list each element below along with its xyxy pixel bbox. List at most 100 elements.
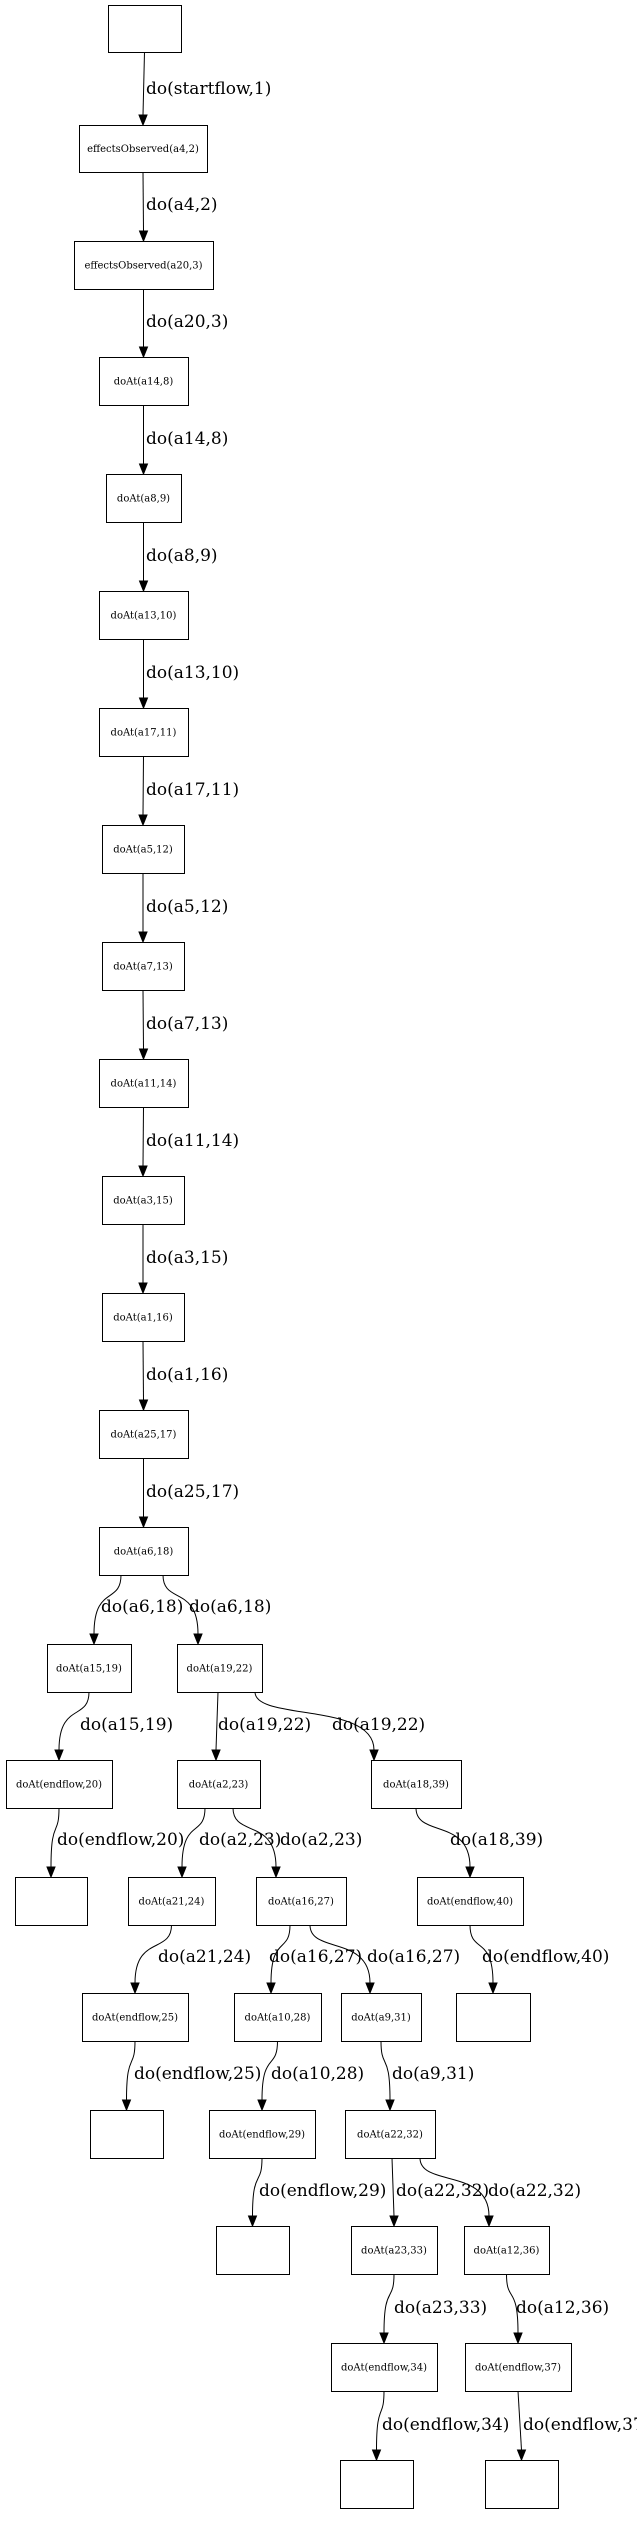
- arrowhead: [266, 1982, 276, 1995]
- node-label: doAt(a21,24): [139, 1897, 205, 1908]
- edge-line: [506, 2273, 519, 2334]
- edge-line: [50, 1807, 60, 1868]
- edge-label: do(endflow,34): [382, 2415, 509, 2435]
- arrowhead: [247, 2215, 258, 2228]
- edge: do(a14,8): [138, 405, 228, 476]
- arrowhead: [54, 1749, 64, 1762]
- edge: do(endflow,20): [46, 1807, 184, 1879]
- node-label: doAt(a1,16): [113, 1313, 173, 1324]
- node-box: [209, 2110, 316, 2159]
- node-box: [340, 2460, 414, 2509]
- edge-line: [415, 1807, 471, 1868]
- node-box: [456, 1993, 531, 2042]
- edge-line: [380, 2040, 391, 2101]
- node-label: doAt(endflow,40): [427, 1897, 513, 1908]
- edge: do(a2,23): [232, 1807, 362, 1879]
- arrowhead: [138, 230, 149, 243]
- node-box: [177, 1644, 263, 1693]
- arrowhead: [271, 1866, 281, 1879]
- flow-node: doAt(a6,18): [99, 1527, 189, 1576]
- node-label: doAt(endflow,29): [219, 2130, 305, 2141]
- node-label: doAt(a23,33): [361, 2246, 427, 2257]
- node-box: [102, 1176, 185, 1225]
- arrowhead: [138, 697, 149, 710]
- edge: do(a5,12): [138, 873, 228, 944]
- edge-line: [254, 1691, 375, 1751]
- flow-node: doAt(a15,19): [47, 1644, 132, 1693]
- edge: do(a15,19): [54, 1691, 173, 1762]
- edge-line: [142, 1106, 144, 1167]
- node-box: [345, 2110, 436, 2159]
- edge: do(a10,28): [257, 2040, 364, 2112]
- node-box: [177, 1760, 261, 1809]
- arrowhead: [465, 1866, 475, 1879]
- edge-line: [93, 1574, 122, 1635]
- flow-node: doAt(a13,10): [99, 591, 189, 640]
- edge: do(a2,23): [177, 1807, 281, 1879]
- edge: do(a22,32): [419, 2157, 581, 2228]
- edge-line: [215, 1691, 219, 1751]
- node-box: [6, 1760, 113, 1809]
- edge-line: [517, 2390, 522, 2451]
- edge-line: [261, 2040, 278, 2101]
- flow-node: doAt(endflow,40): [417, 1877, 524, 1926]
- flow-node: doAt(a18,39): [371, 1760, 462, 1809]
- flow-node: doAt(endflow,34): [331, 2343, 438, 2392]
- node-box: [99, 708, 189, 757]
- edge-label: do(a16,27): [367, 1947, 460, 1967]
- flow-node: doAt(a8,9): [106, 474, 182, 523]
- edge-label: do(a14,8): [146, 429, 228, 449]
- node-box: [99, 1059, 189, 1108]
- flow-node: doAt(a19,22): [177, 1644, 263, 1693]
- arrowhead: [257, 2099, 267, 2112]
- edge: do(a19,22): [254, 1691, 425, 1762]
- flow-node: effectsObserved(a4,2): [79, 125, 208, 173]
- arrowhead: [138, 931, 148, 944]
- flow-node: doAt(a11,14): [99, 1059, 189, 1108]
- edge-label: do(a9,31): [392, 2064, 474, 2084]
- arrowhead: [211, 1749, 221, 1762]
- arrowhead: [138, 346, 149, 359]
- node-label: effectsObserved(a4,2): [87, 144, 199, 155]
- flow-node: [216, 2226, 290, 2275]
- flow-node: [456, 1993, 531, 2042]
- flow-node: effectsObserved(a20,3): [74, 241, 214, 290]
- arrowhead: [138, 1048, 149, 1061]
- node-box: [341, 1993, 422, 2042]
- edge: do(a9,31): [380, 2040, 474, 2112]
- edge-line: [469, 1924, 494, 1984]
- node-box: [106, 474, 182, 523]
- flow-node: doAt(endflow,29): [209, 2110, 316, 2159]
- edge-line: [142, 1340, 144, 1401]
- node-label: doAt(a12,36): [474, 2246, 540, 2257]
- edge: do(endflow,37): [516, 2390, 637, 2462]
- arrowhead: [365, 1982, 375, 1995]
- edge-label: do(a22,32): [396, 2181, 489, 2201]
- node-box: [102, 942, 185, 991]
- edge: do(a17,11): [138, 755, 239, 827]
- node-label: doAt(a17,11): [111, 728, 177, 739]
- flow-node: doAt(a16,27): [256, 1877, 347, 1926]
- edge-label: do(a15,19): [80, 1715, 173, 1735]
- edge-label: do(a18,39): [450, 1830, 543, 1850]
- flow-node: doAt(endflow,25): [82, 1993, 189, 2042]
- edge-label: do(endflow,40): [482, 1947, 609, 1967]
- node-box: [351, 2226, 438, 2275]
- edge: do(endflow,40): [469, 1924, 609, 1995]
- arrowhead: [46, 1866, 56, 1879]
- node-label: doAt(a25,17): [111, 1430, 177, 1441]
- edge-line: [142, 989, 144, 1050]
- flow-node: doAt(a22,32): [345, 2110, 436, 2159]
- node-label: doAt(a3,15): [113, 1196, 173, 1207]
- node-box: [464, 2226, 550, 2275]
- node-box: [417, 1877, 524, 1926]
- arrowhead: [138, 580, 149, 593]
- edge: do(a22,32): [389, 2157, 489, 2228]
- flow-node: [485, 2460, 559, 2509]
- edge-label: do(a19,22): [332, 1715, 425, 1735]
- edge-line: [391, 2157, 395, 2217]
- edge: do(a19,22): [211, 1691, 311, 1762]
- edge-label: do(a1,16): [146, 1365, 228, 1385]
- edge-label: do(a6,18): [189, 1597, 271, 1617]
- node-box: [485, 2460, 559, 2509]
